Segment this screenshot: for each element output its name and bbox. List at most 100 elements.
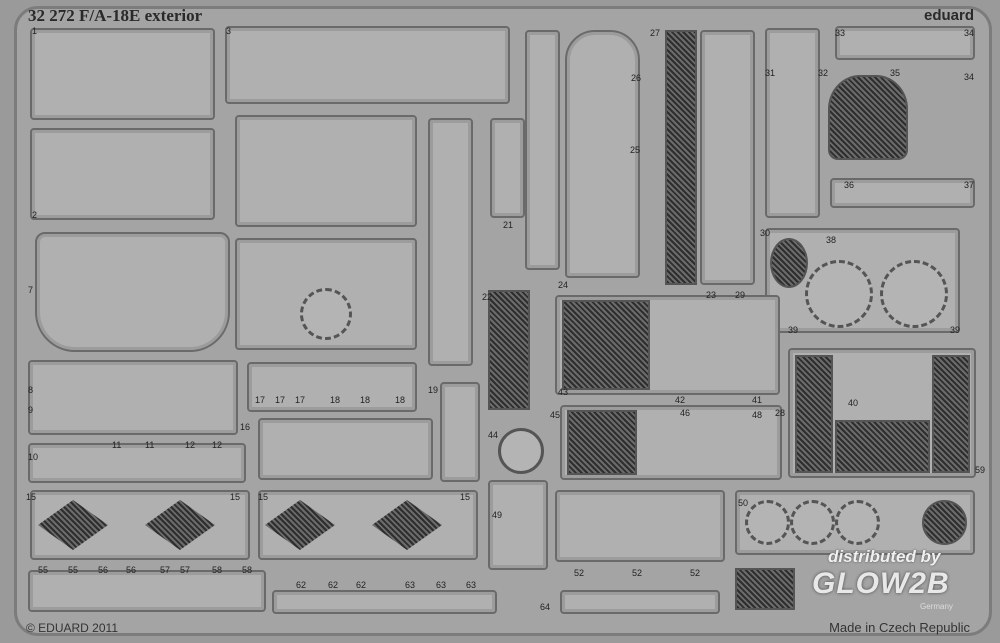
part-4: [235, 115, 417, 227]
part-number: 22: [482, 292, 493, 302]
part-35-mesh: [828, 75, 908, 160]
part-55-58: [28, 570, 266, 612]
part-number: 11: [112, 440, 122, 450]
part-number: 15: [230, 492, 241, 502]
part-27-mesh: [665, 30, 697, 285]
part-number: 23: [706, 290, 717, 300]
part-number: 62: [356, 580, 367, 590]
part-number: 55: [38, 565, 49, 575]
part-19b: [440, 382, 480, 482]
part-64: [560, 590, 720, 614]
mesh-59c: [932, 355, 970, 473]
part-number: 25: [630, 145, 641, 155]
part-number: 52: [574, 568, 585, 578]
round-39a: [805, 260, 873, 328]
part-62-63: [272, 590, 497, 614]
part-2: [30, 128, 215, 220]
part-26: [565, 30, 640, 278]
part-number: 64: [540, 602, 551, 612]
part-number: 42: [675, 395, 686, 405]
round-50: [745, 500, 790, 545]
part-number: 63: [436, 580, 447, 590]
part-number: 63: [466, 580, 477, 590]
part-number: 27: [650, 28, 661, 38]
part-number: 38: [826, 235, 837, 245]
part-3: [225, 26, 510, 104]
part-number: 29: [735, 290, 746, 300]
part-number: 63: [405, 580, 416, 590]
part-number: 39: [950, 325, 961, 335]
part-number: 34: [964, 72, 975, 82]
round-plate: [300, 288, 352, 340]
part-number: 31: [765, 68, 776, 78]
hex-mesh: [562, 300, 650, 390]
part-number: 16: [240, 422, 251, 432]
part-19: [428, 118, 473, 366]
copyright: © EDUARD 2011: [26, 621, 118, 635]
part-number: 15: [460, 492, 471, 502]
part-number: 12: [185, 440, 196, 450]
part-number: 43: [558, 387, 569, 397]
round-mesh: [922, 500, 967, 545]
part-16: [258, 418, 433, 480]
part-31-32: [765, 28, 820, 218]
part-36-37: [830, 178, 975, 208]
part-number: 59: [975, 465, 986, 475]
part-number: 55: [68, 565, 79, 575]
part-number: 24: [558, 280, 569, 290]
part-number: 18: [395, 395, 406, 405]
brand-logo: eduard: [923, 7, 974, 24]
part-44: [498, 428, 544, 474]
part-number: 57: [160, 565, 171, 575]
part-number: 39: [788, 325, 799, 335]
part-number: 36: [844, 180, 855, 190]
part-49: [488, 480, 548, 570]
part-number: 45: [550, 410, 561, 420]
part-number: 35: [890, 68, 901, 78]
part-24: [525, 30, 560, 270]
part-number: 26: [631, 73, 642, 83]
part-number: 62: [328, 580, 339, 590]
part-number: 15: [26, 492, 37, 502]
part-number: 15: [258, 492, 269, 502]
part-number: 52: [632, 568, 643, 578]
part-number: 30: [760, 228, 771, 238]
part-7: [35, 232, 230, 352]
part-number: 11: [145, 440, 155, 450]
part-number: 8: [28, 385, 34, 395]
part-number: 49: [492, 510, 503, 520]
part-number: 62: [296, 580, 307, 590]
part-30-mesh: [770, 238, 808, 288]
part-number: 17: [275, 395, 286, 405]
part-number: 40: [848, 398, 859, 408]
part-number: 17: [255, 395, 266, 405]
part-number: 9: [28, 405, 34, 415]
part-number: 56: [98, 565, 109, 575]
part-17-18: [247, 362, 417, 412]
part-number: 58: [242, 565, 253, 575]
part-1: [30, 28, 215, 120]
part-21: [490, 118, 525, 218]
part-10-12: [28, 443, 246, 483]
part-number: 7: [28, 285, 34, 295]
part-number: 17: [295, 395, 306, 405]
part-number: 57: [180, 565, 191, 575]
mesh-59a: [795, 355, 833, 473]
part-number: 3: [226, 26, 232, 36]
part-number: 2: [32, 210, 38, 220]
mesh-45: [567, 410, 637, 475]
part-number: 28: [775, 408, 786, 418]
part-number: 52: [690, 568, 701, 578]
watermark-logo: GLOW2B: [812, 567, 950, 600]
part-number: 18: [330, 395, 341, 405]
part-28-29: [700, 30, 755, 285]
watermark-distributed: distributed by: [828, 547, 941, 566]
round-39b: [880, 260, 948, 328]
part-number: 46: [680, 408, 691, 418]
part-number: 1: [32, 26, 38, 36]
part-number: 56: [126, 565, 137, 575]
part-number: 18: [360, 395, 371, 405]
part-number: 41: [752, 395, 763, 405]
part-number: 50: [738, 498, 749, 508]
